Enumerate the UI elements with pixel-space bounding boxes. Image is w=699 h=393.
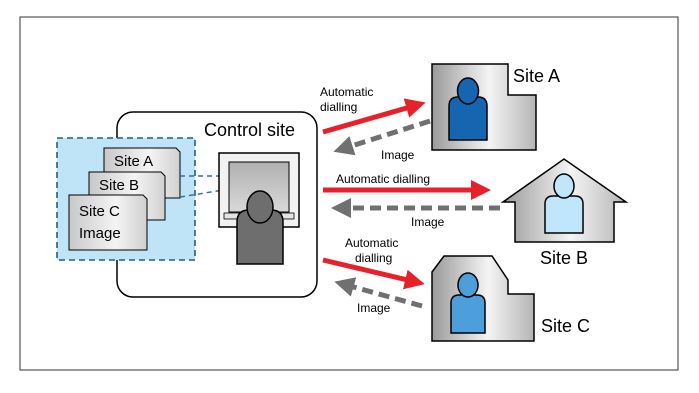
link-site-a: Automatic dialling Image — [320, 85, 431, 162]
link-site-c: Automatic dialling Image — [322, 236, 425, 315]
doc-label-site-a: Site A — [114, 153, 153, 170]
operator-person-icon — [236, 190, 284, 265]
dial-label-a-line2: dialling — [320, 100, 357, 114]
image-label-c: Image — [357, 301, 391, 315]
image-arrow-c — [334, 277, 423, 309]
person-figure-icon — [544, 173, 584, 234]
person-figure-icon — [448, 77, 488, 141]
site-a-label: Site A — [513, 66, 560, 86]
dial-arrow-a — [322, 98, 426, 135]
control-site-title: Control site — [204, 120, 295, 140]
dial-label-a-line1: Automatic — [320, 85, 373, 99]
doc-label-image: Image — [79, 225, 121, 242]
dial-label-c-line1: Automatic — [345, 236, 398, 250]
image-arrow-a — [333, 118, 431, 156]
site-a: Site A — [431, 63, 560, 151]
document-site-c: Site C Image — [68, 194, 148, 251]
dial-arrow-c — [322, 257, 425, 290]
image-label-b: Image — [411, 215, 445, 229]
image-label-a: Image — [381, 148, 415, 162]
doc-label-site-c: Site C — [79, 203, 120, 220]
dial-label-c-line2: dialling — [355, 251, 392, 265]
link-site-b: Automatic dialling Image — [323, 172, 500, 229]
doc-label-site-b: Site B — [99, 177, 139, 194]
control-site: Control site Site A Site B Site C Image — [56, 111, 318, 298]
site-c: Site C — [431, 255, 590, 342]
site-c-label: Site C — [541, 316, 590, 336]
site-b: Site B — [500, 158, 629, 268]
site-b-label: Site B — [540, 248, 588, 268]
person-figure-icon — [450, 272, 486, 334]
dial-label-b: Automatic dialling — [336, 172, 430, 186]
